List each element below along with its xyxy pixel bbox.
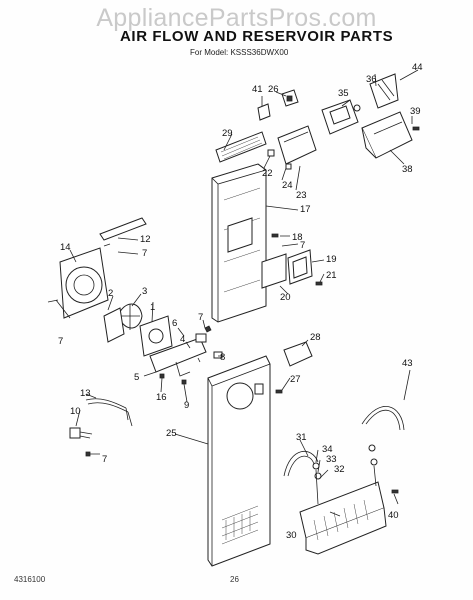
callout-7-upper-right: 7 xyxy=(300,240,305,251)
callout-6: 6 xyxy=(172,318,177,329)
callout-8: 8 xyxy=(220,352,225,363)
part-39-screw xyxy=(412,126,420,131)
callout-13: 13 xyxy=(80,388,91,399)
watermark: AppliancePartsPros.com xyxy=(96,4,377,32)
page-number: 26 xyxy=(230,575,239,584)
callout-19: 19 xyxy=(326,254,337,265)
part-18-screw xyxy=(271,233,279,238)
diagram-title: AIR FLOW AND RESERVOIR PARTS xyxy=(120,28,394,45)
callout-31: 31 xyxy=(296,432,307,443)
callout-34: 34 xyxy=(322,444,333,455)
callout-35: 35 xyxy=(338,88,349,99)
callout-21: 21 xyxy=(326,270,337,281)
callout-10: 10 xyxy=(70,406,81,417)
part-31-tube xyxy=(283,450,319,477)
part-23-damper-plate xyxy=(277,125,317,165)
callout-30: 30 xyxy=(286,530,297,541)
callout-7-bottom: 7 xyxy=(102,454,107,465)
part-4-5-6-bracket-and-hardware xyxy=(149,333,223,377)
part-7-screw-lower xyxy=(85,451,91,457)
part-3-fan-blade xyxy=(117,303,143,330)
callout-3: 3 xyxy=(142,286,147,297)
callout-23: 23 xyxy=(296,190,307,201)
callout-25: 25 xyxy=(166,428,177,439)
callout-33: 33 xyxy=(326,454,337,465)
callout-43: 43 xyxy=(402,358,413,369)
part-26-connector xyxy=(281,89,299,107)
callout-7-left: 7 xyxy=(142,248,147,259)
callout-20: 20 xyxy=(280,292,291,303)
callout-16: 16 xyxy=(156,392,167,403)
part-38-housing xyxy=(361,111,413,159)
part-41-clip xyxy=(257,103,271,121)
part-24-clip xyxy=(285,163,292,170)
callout-1: 1 xyxy=(150,302,155,313)
part-29-grille xyxy=(215,131,267,163)
callout-2: 2 xyxy=(108,288,113,299)
callout-32: 32 xyxy=(334,464,345,475)
callout-7-far-left: 7 xyxy=(58,336,63,347)
part-32-33-34-fittings xyxy=(312,444,378,505)
callout-4: 4 xyxy=(180,334,185,345)
part-9-screw xyxy=(181,379,187,385)
part-21-screw xyxy=(315,281,323,286)
callout-29: 29 xyxy=(222,128,233,139)
part-1-motor-bracket xyxy=(139,315,173,357)
part-40-screw xyxy=(391,489,399,494)
callout-44: 44 xyxy=(412,62,423,73)
part-7-screw-upper xyxy=(204,325,212,333)
part-16-screw xyxy=(159,373,165,379)
part-14-fan-shroud xyxy=(47,247,109,319)
part-13-wire-harness xyxy=(85,398,133,427)
part-19-damper-door xyxy=(287,249,313,285)
part-10-connector xyxy=(69,427,93,439)
callout-22: 22 xyxy=(262,168,273,179)
callout-labels: 44 36 35 39 38 26 41 29 22 24 23 17 18 7… xyxy=(58,62,423,541)
callout-26: 26 xyxy=(268,84,279,95)
part-25-air-tower-cover xyxy=(207,355,271,567)
callout-41: 41 xyxy=(252,84,263,95)
model-subtitle: For Model: KSSS36DWX00 xyxy=(190,48,289,57)
callout-36: 36 xyxy=(366,74,377,85)
callout-17: 17 xyxy=(300,204,311,215)
callout-24: 24 xyxy=(282,180,293,191)
part-12-baffle xyxy=(99,217,147,247)
callout-7-center: 7 xyxy=(198,312,203,323)
callout-12: 12 xyxy=(140,234,151,245)
callout-14: 14 xyxy=(60,242,71,253)
part-2-fan-motor xyxy=(103,307,125,343)
callout-28: 28 xyxy=(310,332,321,343)
document-number: 4316100 xyxy=(14,575,46,584)
callout-40: 40 xyxy=(388,510,399,521)
part-17-air-duct-panel xyxy=(211,163,267,323)
part-35-damper-motor xyxy=(321,99,361,135)
callout-18: 18 xyxy=(292,232,303,243)
callout-9: 9 xyxy=(184,400,189,411)
part-20-bracket xyxy=(261,253,287,289)
callout-27: 27 xyxy=(290,374,301,385)
callout-38: 38 xyxy=(402,164,413,175)
part-27-screw xyxy=(275,389,283,394)
part-30-water-reservoir xyxy=(299,481,387,555)
callout-5: 5 xyxy=(134,372,139,383)
part-22-clip xyxy=(267,149,275,157)
part-43-tube xyxy=(361,406,405,431)
callout-39: 39 xyxy=(410,106,421,117)
part-36-bracket xyxy=(369,73,399,109)
part-28-pad xyxy=(283,341,313,367)
leader-lines xyxy=(69,69,419,517)
